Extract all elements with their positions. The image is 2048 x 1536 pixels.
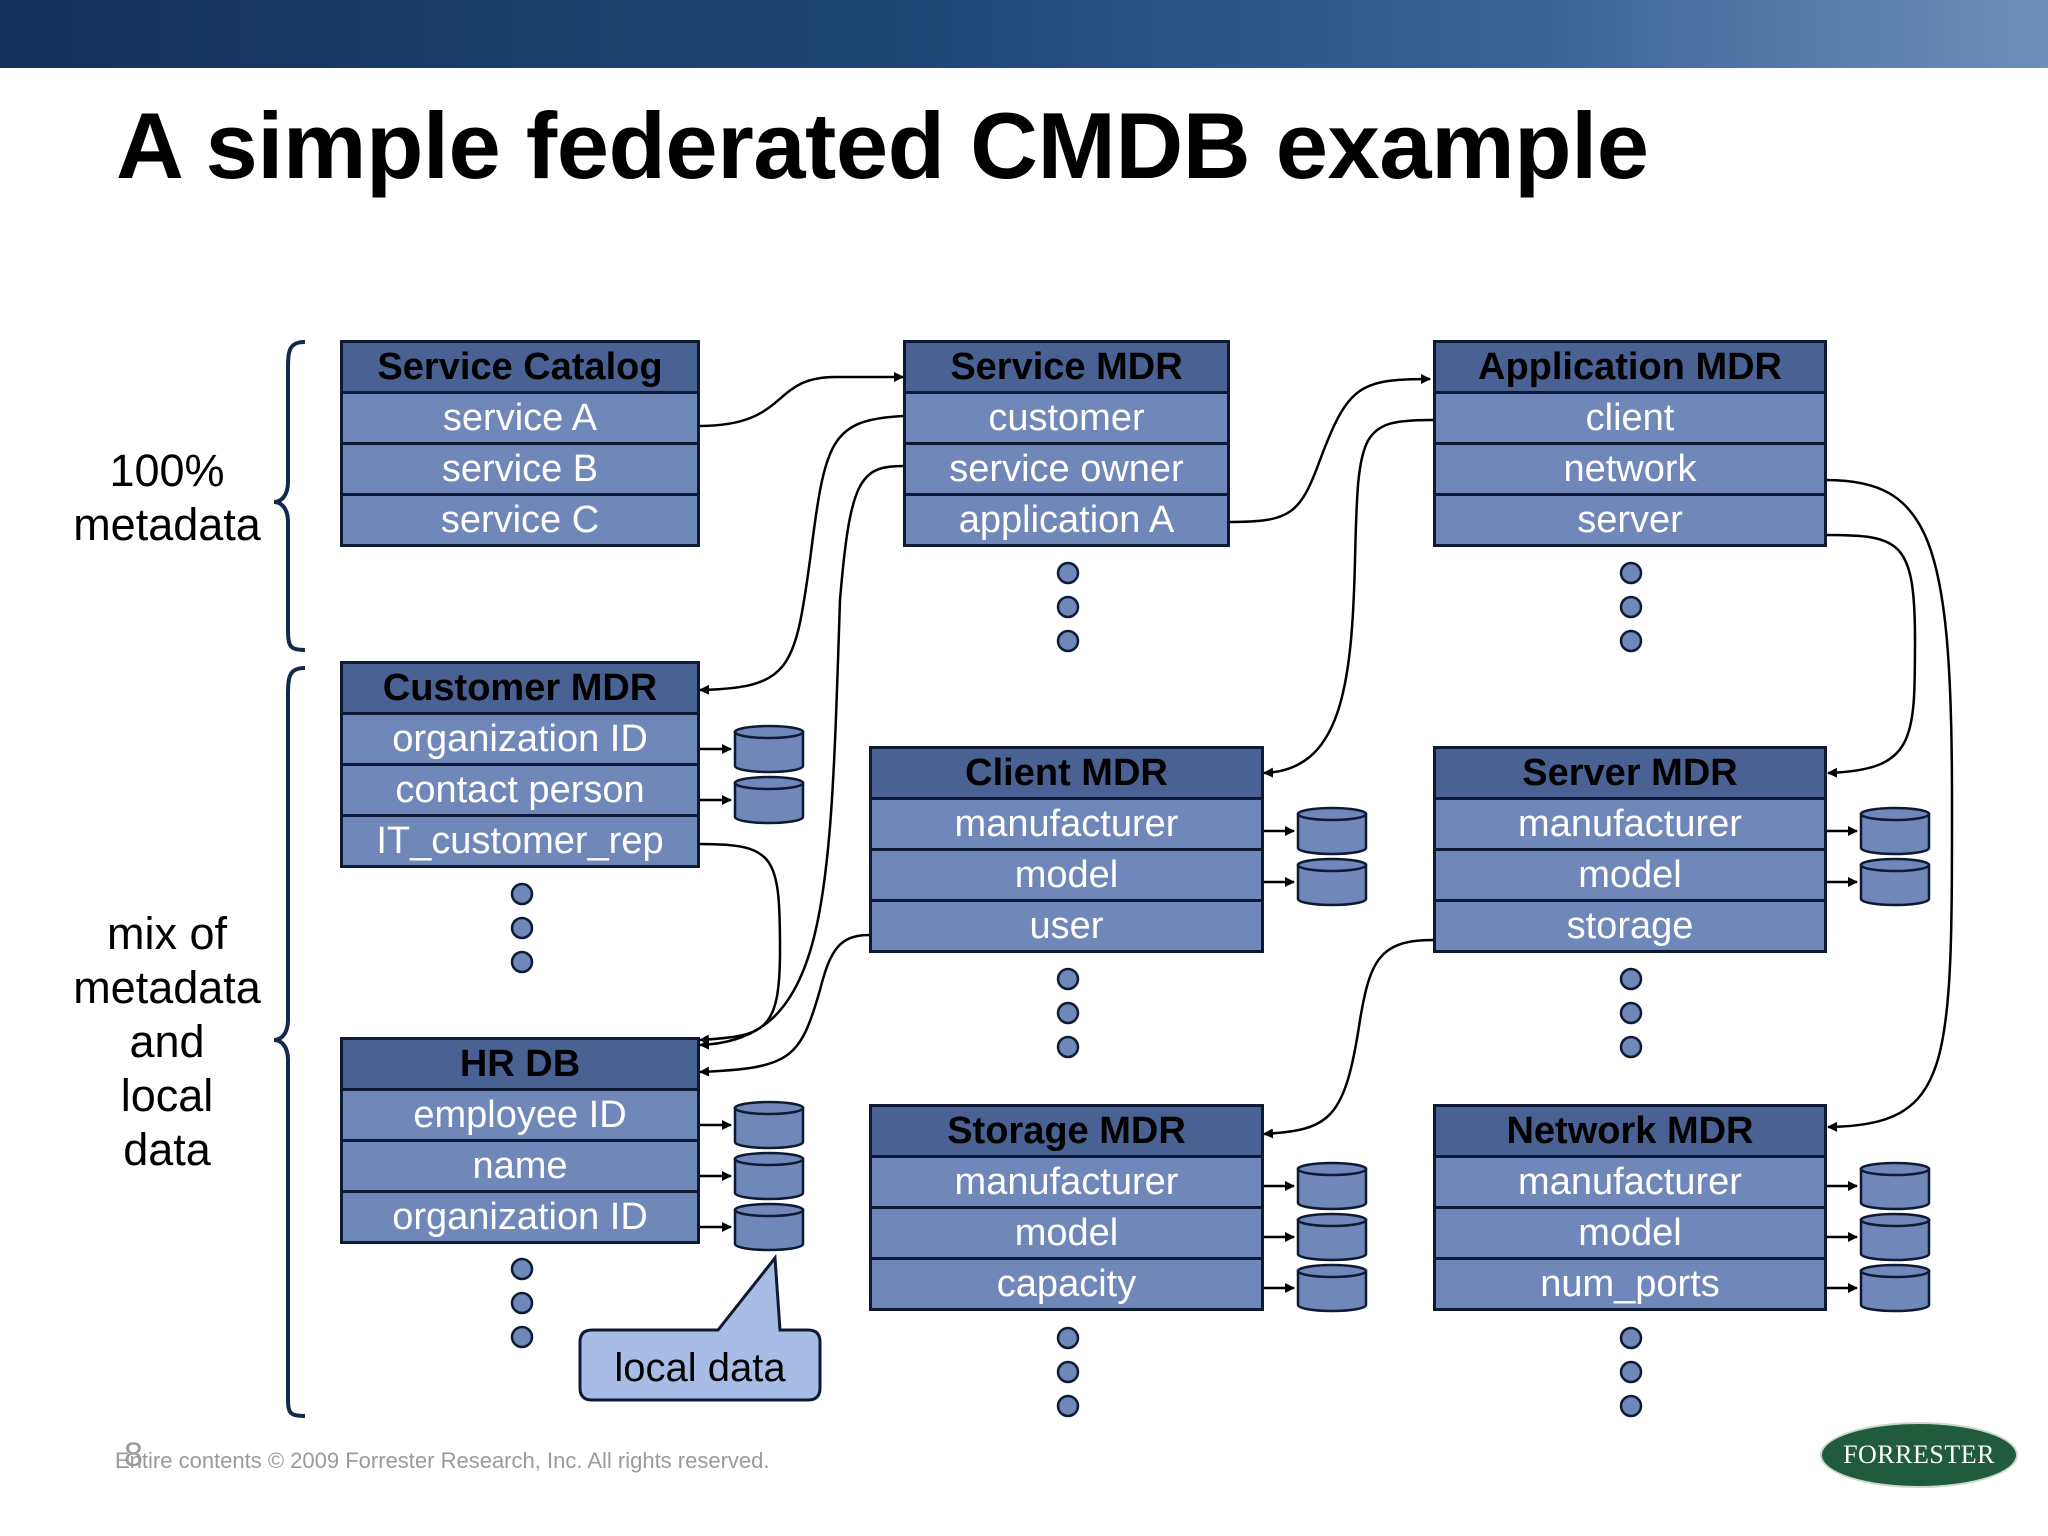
connector-network-to-network-mdr xyxy=(1825,478,1954,1132)
client-mdr-row-manufacturer: manufacturer xyxy=(872,800,1261,851)
slide-title: A simple federated CMDB example xyxy=(116,93,1649,198)
datastore-icon xyxy=(700,724,805,774)
continuation-dots-icon xyxy=(1619,1326,1643,1418)
connector-service-a-to-service-mdr xyxy=(698,372,904,428)
connector-it-rep-to-hr-db xyxy=(698,842,782,1045)
service-mdr-row-customer: customer xyxy=(906,394,1227,445)
storage-mdr-row-manufacturer: manufacturer xyxy=(872,1158,1261,1209)
application-mdr-row-server: server xyxy=(1577,499,1683,541)
connector-customer-to-customer-mdr xyxy=(699,414,904,695)
client-mdr-box: Client MDR manufacturer model user xyxy=(869,746,1264,953)
client-mdr-title: Client MDR xyxy=(872,749,1261,800)
hr-db-box: HR DB employee ID name organization ID xyxy=(340,1037,700,1244)
customer-mdr-row-organization-id: organization ID xyxy=(343,715,697,766)
connector-storage-to-storage-mdr xyxy=(1263,938,1434,1139)
service-catalog-row-service-c: service C xyxy=(440,499,600,541)
forrester-logo: FORRESTER xyxy=(1820,1422,2018,1488)
datastore-icon xyxy=(700,775,805,825)
network-mdr-box: Network MDR manufacturer model num_ports xyxy=(1433,1104,1827,1311)
storage-mdr-row-capacity: capacity xyxy=(996,1263,1137,1305)
service-mdr-box: Service MDR customer service owner appli… xyxy=(903,340,1230,547)
customer-mdr-row-contact-person: contact person xyxy=(343,766,697,817)
hr-db-title: HR DB xyxy=(343,1040,697,1091)
server-mdr-row-storage: storage xyxy=(1566,905,1694,947)
hr-db-row-name: name xyxy=(343,1142,697,1193)
datastore-icon xyxy=(1827,1212,1931,1262)
datastores xyxy=(700,724,1931,1313)
page-number: 8 xyxy=(124,1436,143,1474)
network-mdr-row-manufacturer: manufacturer xyxy=(1436,1158,1824,1209)
connector-client-to-client-mdr xyxy=(1263,418,1434,778)
customer-mdr-box: Customer MDR organization ID contact per… xyxy=(340,661,700,868)
storage-mdr-row-model: model xyxy=(872,1209,1261,1260)
application-mdr-box: Application MDR client network server xyxy=(1433,340,1827,547)
datastore-icon xyxy=(1264,1212,1368,1262)
connector-server-to-server-mdr xyxy=(1825,533,1917,778)
label-mix-metadata-local-data: mix of metadata and local data xyxy=(73,908,261,1175)
datastore-icon xyxy=(1264,857,1368,907)
datastore-icon xyxy=(1264,1161,1368,1211)
server-mdr-row-model: model xyxy=(1436,851,1824,902)
service-mdr-row-application-a: application A xyxy=(958,499,1175,541)
application-mdr-title: Application MDR xyxy=(1436,343,1824,394)
datastore-icon xyxy=(1827,1161,1931,1211)
server-mdr-box: Server MDR manufacturer model storage xyxy=(1433,746,1827,953)
datastore-icon xyxy=(700,1151,805,1201)
hr-db-row-employee-id: employee ID xyxy=(343,1091,697,1142)
customer-mdr-row-it-customer-rep: IT_customer_rep xyxy=(376,820,664,862)
customer-mdr-title: Customer MDR xyxy=(343,664,697,715)
service-mdr-title: Service MDR xyxy=(906,343,1227,394)
continuation-dots-icon xyxy=(1619,561,1643,653)
datastore-icon xyxy=(1827,1263,1931,1313)
datastore-icon xyxy=(700,1100,805,1150)
continuation-dots xyxy=(510,561,1643,1418)
storage-mdr-box: Storage MDR manufacturer model capacity xyxy=(869,1104,1264,1311)
connector-service-owner-to-hr-db xyxy=(699,464,904,1050)
service-catalog-title: Service Catalog xyxy=(343,343,697,394)
local-data-callout xyxy=(578,1254,822,1402)
client-mdr-row-user: user xyxy=(1029,905,1104,947)
service-catalog-box: Service Catalog service A service B serv… xyxy=(340,340,700,547)
storage-mdr-title: Storage MDR xyxy=(872,1107,1261,1158)
server-mdr-row-manufacturer: manufacturer xyxy=(1436,800,1824,851)
continuation-dots-icon xyxy=(1619,967,1643,1059)
connector-application-a-to-application-mdr xyxy=(1228,374,1431,524)
application-mdr-row-client: client xyxy=(1436,394,1824,445)
connector-client-user-to-hr-db xyxy=(699,933,870,1077)
label-100-percent-metadata: 100% metadata xyxy=(73,445,261,550)
datastore-icon xyxy=(1264,806,1368,856)
datastore-icon xyxy=(700,1202,805,1252)
service-mdr-row-service-owner: service owner xyxy=(906,445,1227,496)
top-banner xyxy=(0,0,2048,68)
continuation-dots-icon xyxy=(1056,1326,1080,1418)
service-catalog-row-service-b: service B xyxy=(343,445,697,496)
forrester-logo-text: FORRESTER xyxy=(1843,1440,1995,1469)
hr-db-row-organization-id: organization ID xyxy=(392,1196,648,1238)
continuation-dots-icon xyxy=(1056,561,1080,653)
continuation-dots-icon xyxy=(510,882,534,974)
server-mdr-title: Server MDR xyxy=(1436,749,1824,800)
network-mdr-row-num-ports: num_ports xyxy=(1540,1263,1720,1305)
continuation-dots-icon xyxy=(1056,967,1080,1059)
local-data-callout-label: local data xyxy=(614,1346,786,1390)
application-mdr-row-network: network xyxy=(1436,445,1824,496)
datastore-icon xyxy=(1827,806,1931,856)
connectors xyxy=(698,372,1954,1139)
client-mdr-row-model: model xyxy=(872,851,1261,902)
network-mdr-row-model: model xyxy=(1436,1209,1824,1260)
datastore-icon xyxy=(1264,1263,1368,1313)
copyright-footer: Entire contents © 2009 Forrester Researc… xyxy=(115,1448,770,1473)
brace-mix xyxy=(273,666,306,1418)
continuation-dots-icon xyxy=(510,1257,534,1349)
brace-metadata xyxy=(273,340,306,652)
service-catalog-row-service-a: service A xyxy=(343,394,697,445)
datastore-icon xyxy=(1827,857,1931,907)
network-mdr-title: Network MDR xyxy=(1436,1107,1824,1158)
